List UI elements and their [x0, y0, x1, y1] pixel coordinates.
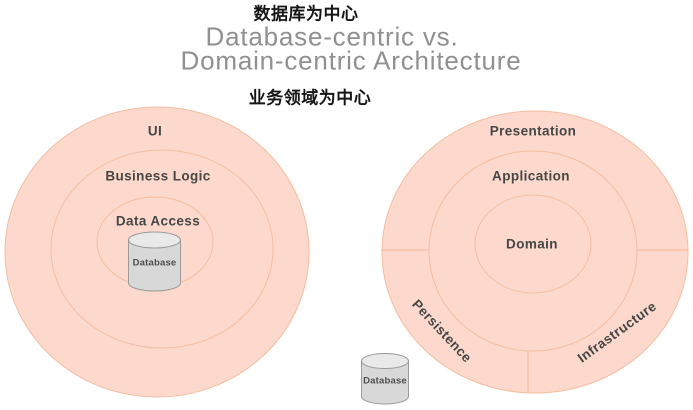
- database-cylinder-icon: [361, 353, 409, 405]
- right-ring-label-domain: Domain: [506, 236, 558, 252]
- right-ring-label-application: Application: [492, 168, 570, 184]
- annotation-database-centric-cn: 数据库为中心: [253, 4, 359, 24]
- annotation-domain-centric-cn: 业务领域为中心: [248, 88, 372, 108]
- right-onion-rings: [381, 110, 689, 394]
- database-cylinder-icon: [128, 231, 181, 292]
- left-ring-label-business-logic: Business Logic: [105, 168, 211, 184]
- left-ring-label-ui: UI: [147, 123, 163, 139]
- left-ring-label-data-access: Data Access: [115, 213, 201, 229]
- page-title-line1: Database-centric vs.: [205, 21, 459, 52]
- page-title-line2: Domain-centric Architecture: [180, 45, 522, 76]
- right-ring-label-presentation: Presentation: [489, 123, 577, 139]
- right-ring-inner: [474, 194, 592, 294]
- right-database-cylinder-label: Database: [363, 375, 407, 387]
- left-database-cylinder-label: Database: [132, 257, 177, 269]
